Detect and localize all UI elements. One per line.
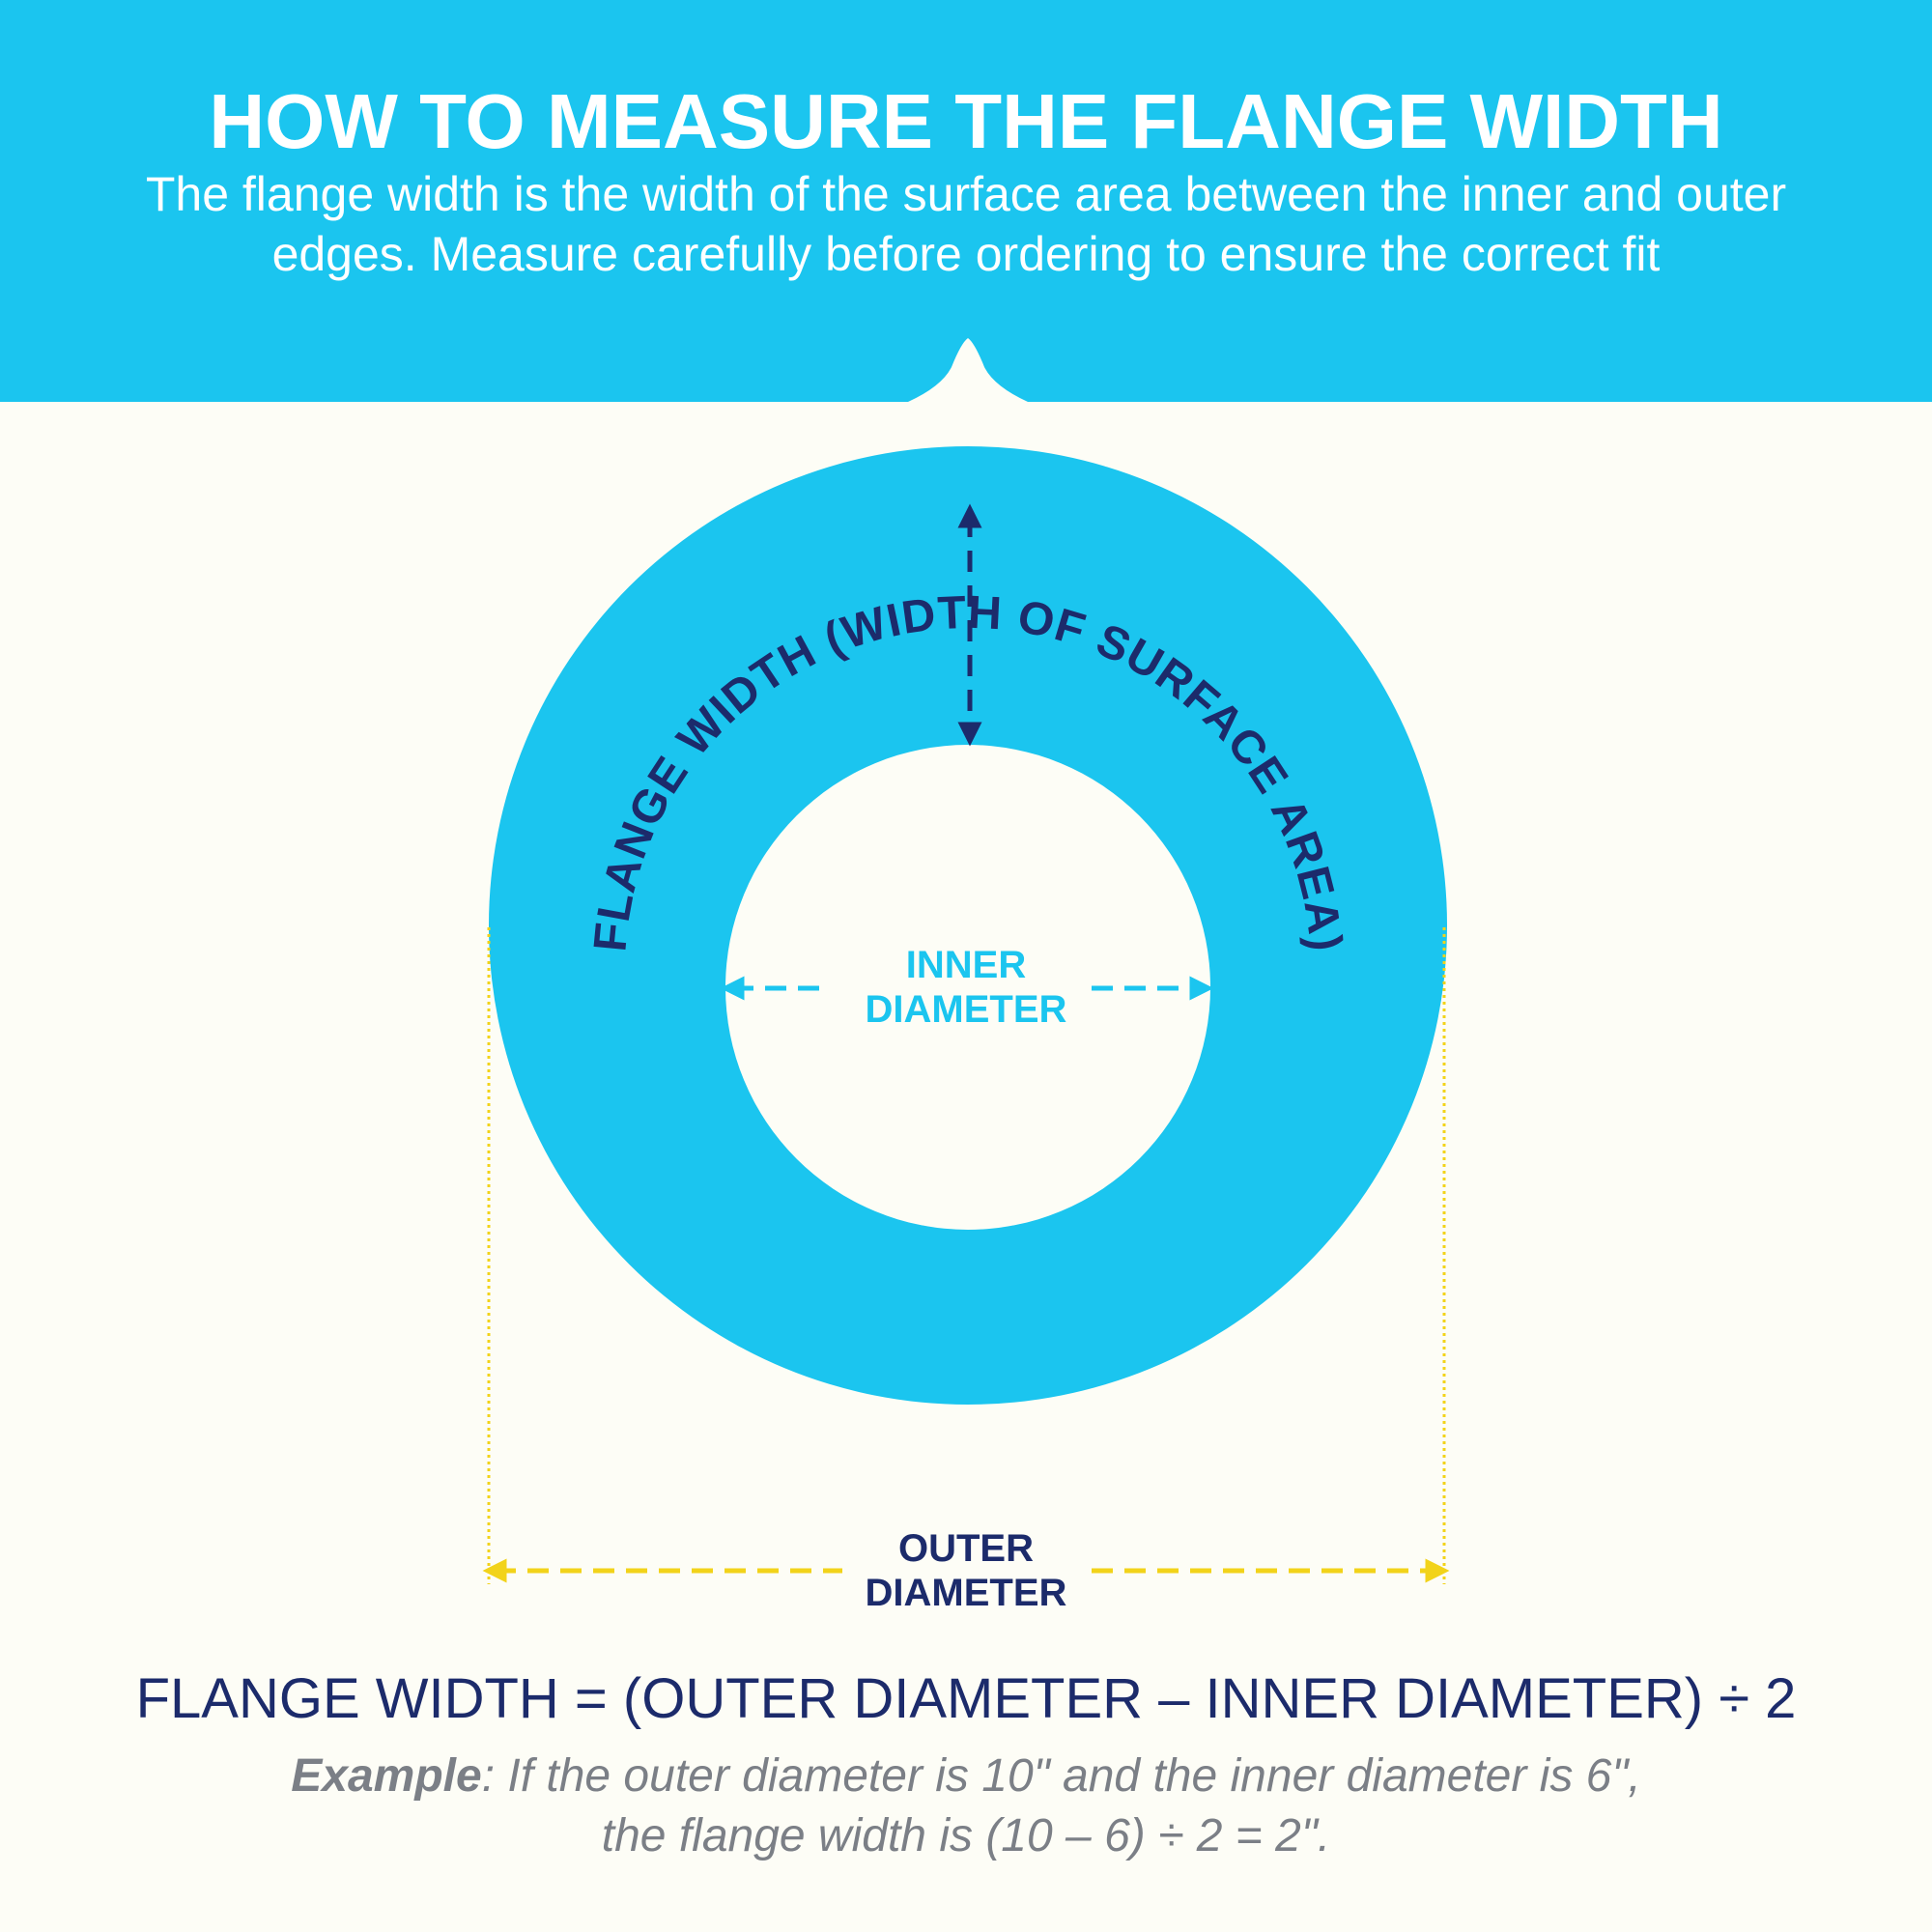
example-line-1: Example: If the outer diameter is 10" an… [0,1747,1932,1806]
header-notch [908,338,1028,402]
header-banner: HOW TO MEASURE THE FLANGE WIDTH The flan… [0,0,1932,402]
outer-diameter-label-line-2: DIAMETER [866,1572,1067,1614]
example-line-2: the flange width is (10 – 6) ÷ 2 = 2". [601,1810,1331,1861]
example-line-1-text: : If the outer diameter is 10" and the i… [481,1750,1641,1802]
subtitle-line-2: edges. Measure carefully before ordering… [271,227,1661,281]
example-text: Example: If the outer diameter is 10" an… [0,1747,1932,1866]
outer-diameter-label-line-1: OUTER [898,1527,1034,1570]
page-subtitle: The flange width is the width of the sur… [77,164,1855,284]
flange-inner-hole [725,745,1210,1230]
inner-diameter-label-line-2: DIAMETER [866,988,1067,1031]
flange-width-formula: FLANGE WIDTH = (OUTER DIAMETER – INNER D… [135,1667,1797,1730]
page-title: HOW TO MEASURE THE FLANGE WIDTH [209,78,1723,164]
subtitle-line-1: The flange width is the width of the sur… [145,167,1787,221]
example-label: Example [291,1750,482,1802]
inner-diameter-label-line-1: INNER [906,944,1027,986]
